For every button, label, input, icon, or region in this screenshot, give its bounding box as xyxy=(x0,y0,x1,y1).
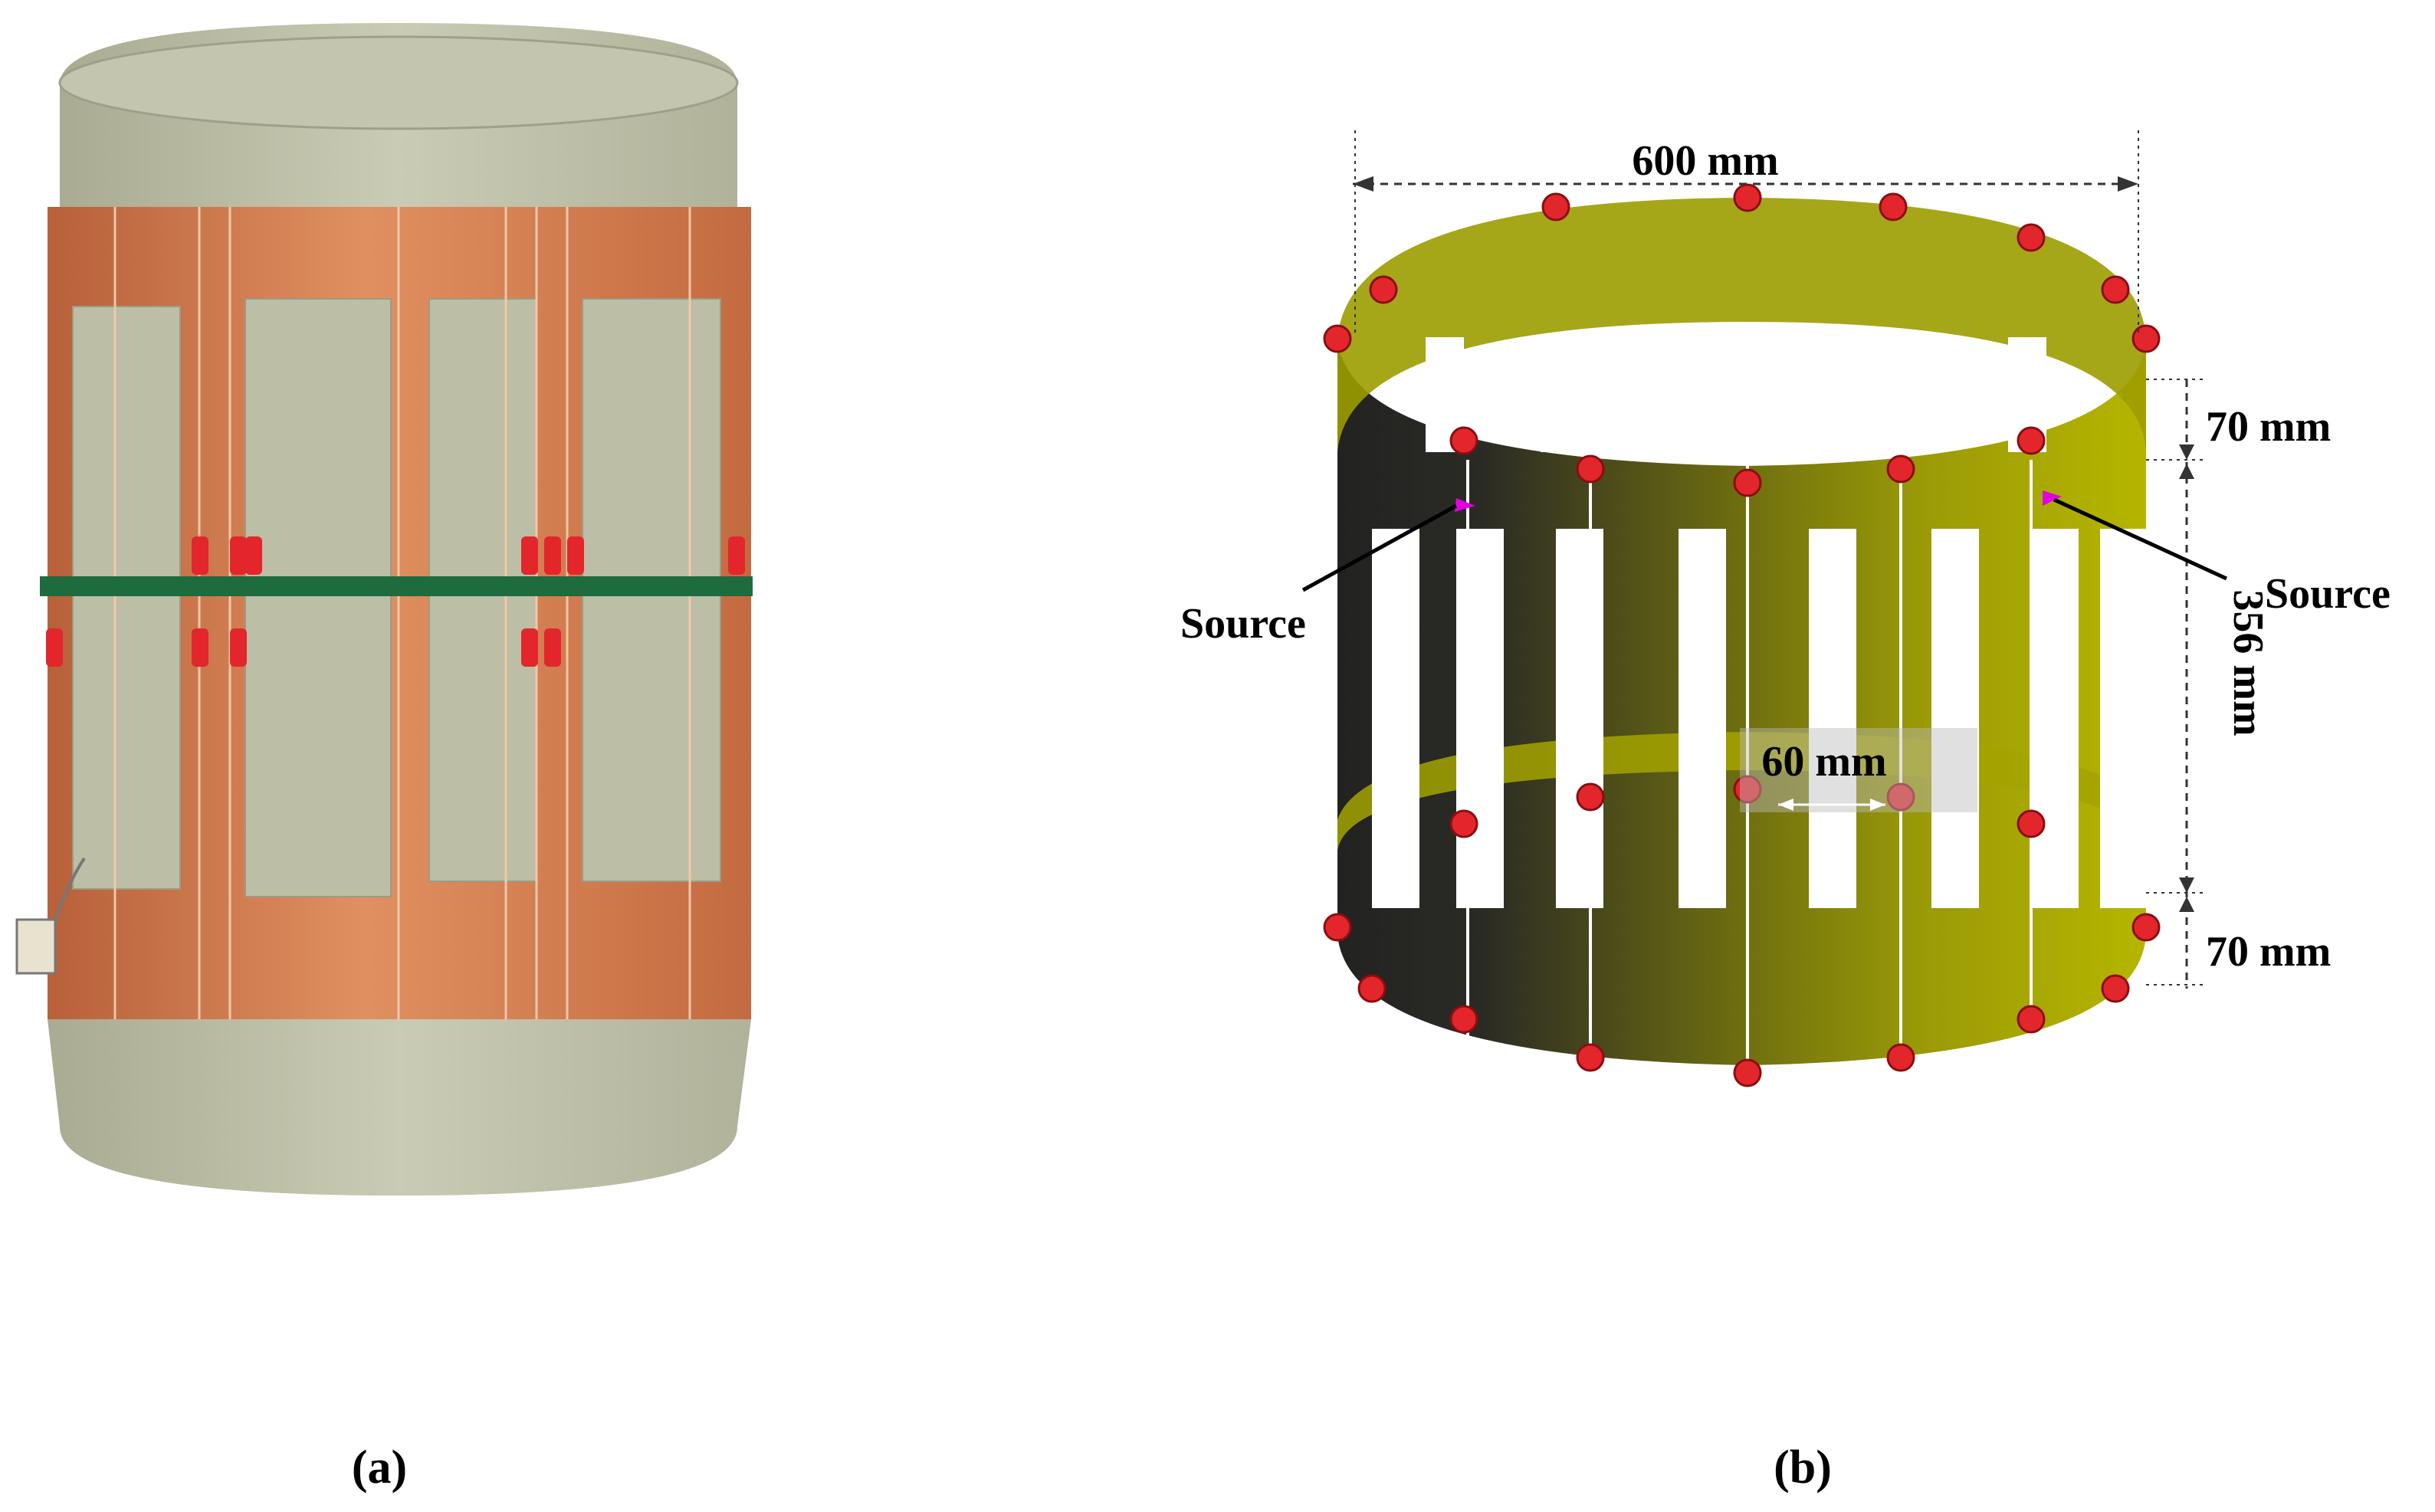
photo-capacitor-6 xyxy=(567,536,584,575)
cage-capacitor-21 xyxy=(2101,974,2130,1003)
dim-gap-head-left xyxy=(1778,799,1793,811)
cage-window-front-1 xyxy=(1372,529,1419,908)
cage-window-front-3 xyxy=(1556,529,1603,908)
cage-capacitor-10 xyxy=(1576,454,1605,484)
gap-highlight xyxy=(1740,728,1977,812)
caption-b: (b) xyxy=(1774,1441,1832,1494)
label-source-left: Source xyxy=(1180,600,1306,648)
caption-a: (a) xyxy=(352,1441,407,1494)
cage-capacitor-1 xyxy=(1323,324,1352,353)
source-marker-right xyxy=(2043,490,2062,506)
cage-capacitor-11 xyxy=(1733,468,1762,497)
label-source-right: Source xyxy=(2265,570,2391,618)
photo-capacitor-5 xyxy=(544,536,561,575)
cage-window-front-2 xyxy=(1456,529,1504,908)
label-gap: 60 mm xyxy=(1761,738,1886,786)
coil-top-rim xyxy=(58,35,739,130)
cage-window-front-4 xyxy=(1679,529,1726,908)
cage-capacitor-27 xyxy=(2017,809,2046,838)
cage-capacitor-6 xyxy=(2017,223,2046,252)
coil-photo xyxy=(15,23,753,1195)
photo-capacitor-12 xyxy=(46,628,63,667)
source-leader-left xyxy=(1301,503,1458,592)
cable-connector xyxy=(15,918,57,975)
source-marker-left xyxy=(1455,498,1475,512)
cage-window-back-4 xyxy=(1893,337,1931,452)
cage-slits xyxy=(1466,460,2033,1065)
cage-capacitor-12 xyxy=(1886,454,1915,484)
photo-capacitors xyxy=(46,536,745,667)
label-window: 356 mm xyxy=(2224,589,2272,736)
cage-capacitor-20 xyxy=(2017,1005,2046,1034)
cage-capacitor-9 xyxy=(1449,426,1478,455)
cage-capacitor-7 xyxy=(2101,275,2130,304)
photo-capacitor-8 xyxy=(230,628,247,667)
cage-capacitors xyxy=(1323,183,2161,1087)
cable-wire xyxy=(54,857,86,920)
cage-capacitor-17 xyxy=(1576,1043,1605,1072)
cage-capacitor-4 xyxy=(1733,183,1762,212)
green-strap xyxy=(40,576,753,596)
cage-capacitor-23 xyxy=(1576,782,1605,812)
dim-head-c xyxy=(2179,877,2194,893)
cage-capacitor-22 xyxy=(2131,913,2161,942)
label-bottom-ring: 70 mm xyxy=(2206,928,2331,976)
cage-capacitor-24 xyxy=(1733,775,1762,804)
cage-window-front-5 xyxy=(1809,529,1856,908)
cage-window-back-2 xyxy=(1541,337,1579,452)
birdcage-model xyxy=(1323,183,2161,1087)
dim-head-d xyxy=(2179,897,2194,912)
photo-window-1 xyxy=(72,306,181,890)
cage-capacitor-14 xyxy=(1323,913,1352,942)
dim-gap-head-right xyxy=(1870,799,1885,811)
photo-capacitor-1 xyxy=(192,536,208,575)
photo-capacitor-2 xyxy=(230,536,247,575)
cage-capacitor-15 xyxy=(1357,974,1387,1003)
dim-head-b xyxy=(2179,464,2194,479)
dim-width-head-left xyxy=(1353,176,1373,192)
photo-capacitor-7 xyxy=(192,628,208,667)
label-width: 600 mm xyxy=(1632,137,1778,185)
photo-capacitor-9 xyxy=(521,628,538,667)
top-ring-back xyxy=(1337,198,2146,452)
coil-bottom xyxy=(48,1019,751,1195)
cage-windows xyxy=(1372,337,2148,908)
photo-window-2 xyxy=(244,298,392,897)
cage-capacitor-26 xyxy=(1449,809,1478,838)
photo-capacitor-3 xyxy=(245,536,262,575)
cage-capacitor-2 xyxy=(1369,275,1398,304)
cage-capacitor-19 xyxy=(1886,1043,1915,1072)
dimension-lines xyxy=(1301,130,2228,989)
label-top-ring: 70 mm xyxy=(2206,403,2331,451)
cage-capacitor-5 xyxy=(1879,192,1908,221)
cage-capacitor-18 xyxy=(1733,1058,1762,1087)
dim-width-head-right xyxy=(2118,176,2138,192)
cage-window-front-6 xyxy=(1931,529,1979,908)
cage-capacitor-16 xyxy=(1449,1005,1478,1034)
cage-capacitor-25 xyxy=(1886,782,1915,812)
photo-capacitor-10 xyxy=(544,628,561,667)
cage-capacitor-8 xyxy=(2131,324,2161,353)
photo-capacitor-4 xyxy=(521,536,538,575)
cage-window-front-7 xyxy=(2031,529,2079,908)
cage-window-back-3 xyxy=(1717,337,1755,452)
photo-capacitor-11 xyxy=(728,536,745,575)
cage-capacitor-13 xyxy=(2017,426,2046,455)
cage-window-front-8 xyxy=(2100,529,2148,908)
dim-head-a xyxy=(2179,444,2194,460)
cage-capacitor-3 xyxy=(1541,192,1570,221)
source-leader-right xyxy=(2053,497,2228,581)
